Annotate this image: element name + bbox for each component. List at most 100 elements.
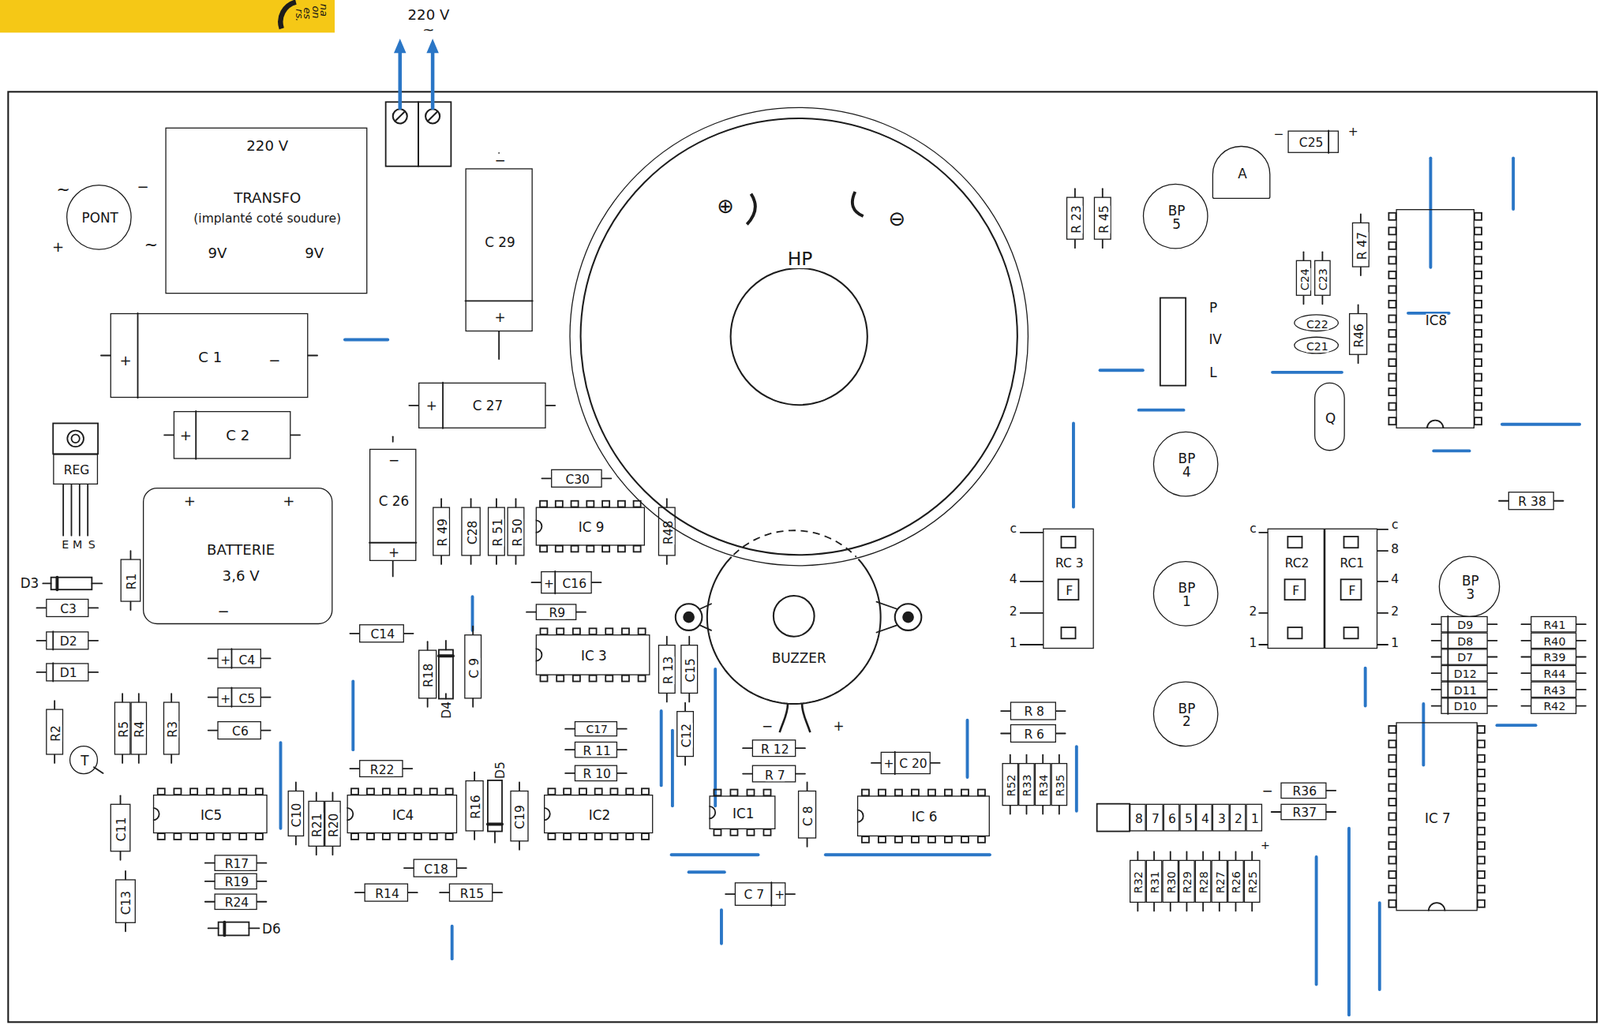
lead-wire	[930, 762, 941, 765]
ic-notch	[1428, 903, 1446, 911]
relay-window	[1060, 627, 1076, 639]
component-box: R44	[1530, 665, 1577, 682]
component-box: R27	[1210, 860, 1228, 904]
part-label: −	[268, 352, 281, 368]
lead-wire	[257, 880, 267, 883]
component-box: C17	[574, 721, 618, 737]
ic-pin	[255, 833, 263, 840]
ic-pin	[430, 788, 438, 795]
ic-pin	[595, 833, 603, 840]
polarity-band	[554, 571, 556, 594]
component-box: R3	[163, 701, 180, 755]
board-label: 1	[1249, 637, 1258, 650]
part-label: +	[179, 428, 192, 443]
ic-pin	[1477, 856, 1485, 864]
part-label: R 10	[583, 768, 611, 781]
lead-wire	[1202, 851, 1204, 860]
lead-wire	[205, 880, 215, 883]
lead-wire	[349, 768, 360, 770]
round-part: BP 1	[1153, 561, 1219, 627]
lead-wire	[1202, 903, 1204, 911]
lead-wire	[208, 696, 218, 699]
ic-pin	[1388, 755, 1396, 763]
part-label: C12	[680, 723, 694, 748]
part-label: 2	[1234, 813, 1243, 826]
part-label: R22	[370, 764, 395, 777]
ic-pin	[895, 790, 903, 797]
lead-wire	[440, 498, 443, 507]
lead-wire	[518, 842, 521, 851]
ic-notch	[543, 808, 551, 821]
ic-pin	[1474, 227, 1482, 235]
component-box: R 47	[1352, 222, 1370, 268]
board-label: E	[61, 539, 69, 551]
lead-wire	[795, 747, 806, 750]
ic-package: IC5	[153, 794, 268, 834]
ic-pin	[1388, 813, 1396, 821]
component-box: R25	[1244, 860, 1261, 904]
board-label: 2	[1249, 605, 1258, 619]
lead-wire	[1431, 623, 1442, 626]
ic-pin	[1388, 359, 1396, 367]
ic-pin	[445, 833, 454, 840]
lead-wire	[257, 901, 267, 904]
ic-pin	[1388, 344, 1396, 353]
lead-wire	[666, 556, 668, 565]
lead-wire	[576, 611, 586, 614]
ic-pin	[547, 788, 555, 795]
component-box: RC1F	[1324, 528, 1378, 650]
board-label: −	[1262, 783, 1274, 798]
diode-band	[222, 922, 226, 937]
part-label: PONT	[82, 211, 119, 225]
lead-wire	[124, 871, 127, 880]
component-box: R1	[120, 558, 142, 602]
ic-pin	[222, 788, 230, 795]
part-label: D11	[1453, 685, 1477, 697]
component-box: −C25+	[1287, 130, 1339, 153]
component-box: R22	[359, 760, 404, 778]
check-mark	[1511, 157, 1515, 210]
ic-pin	[571, 546, 579, 553]
part-label: R37	[1292, 807, 1317, 821]
lead-wire	[1554, 500, 1564, 503]
relay-pin	[1259, 532, 1267, 534]
ic-pin	[556, 675, 564, 682]
part-label: RC1	[1340, 557, 1365, 570]
part-label: R26	[1231, 871, 1243, 894]
part-label: BUZZER	[771, 651, 827, 665]
part-label: C16	[562, 577, 588, 591]
lead-wire	[1576, 656, 1586, 659]
part-label: IC 7	[1424, 811, 1451, 825]
lead-wire	[37, 607, 47, 610]
component-box: C12	[676, 711, 694, 757]
check-mark	[713, 669, 717, 806]
lead-wire	[315, 846, 318, 855]
part-label: R33	[1022, 774, 1034, 797]
component-box: 2	[1229, 804, 1246, 832]
ic-pin	[157, 788, 165, 795]
component-box: C6	[217, 721, 262, 740]
relay-window	[1344, 627, 1359, 639]
lead-wire	[1000, 733, 1011, 735]
ic-pin	[563, 833, 571, 840]
lead-wire	[526, 611, 536, 614]
relay-pin	[1377, 528, 1388, 531]
lead-wire	[170, 693, 173, 702]
ic-pin	[1477, 784, 1485, 792]
lead-wire	[688, 637, 690, 645]
component-box: R46	[1348, 313, 1368, 356]
component-box: R 51	[487, 506, 506, 556]
board-label: ~	[144, 236, 158, 254]
part-label: R43	[1543, 685, 1566, 697]
part-label: D1	[59, 666, 78, 680]
component-box: R 11	[574, 741, 618, 759]
lead-wire	[688, 693, 690, 702]
ic-pin	[1477, 740, 1485, 748]
component-box: R15	[449, 884, 494, 903]
lead-wire	[1431, 705, 1442, 708]
lead-wire	[472, 699, 474, 708]
component-box: C19	[509, 790, 529, 843]
component-box: R35	[1051, 763, 1068, 806]
lead-wire	[1487, 689, 1498, 691]
part-label: R4	[133, 721, 147, 739]
